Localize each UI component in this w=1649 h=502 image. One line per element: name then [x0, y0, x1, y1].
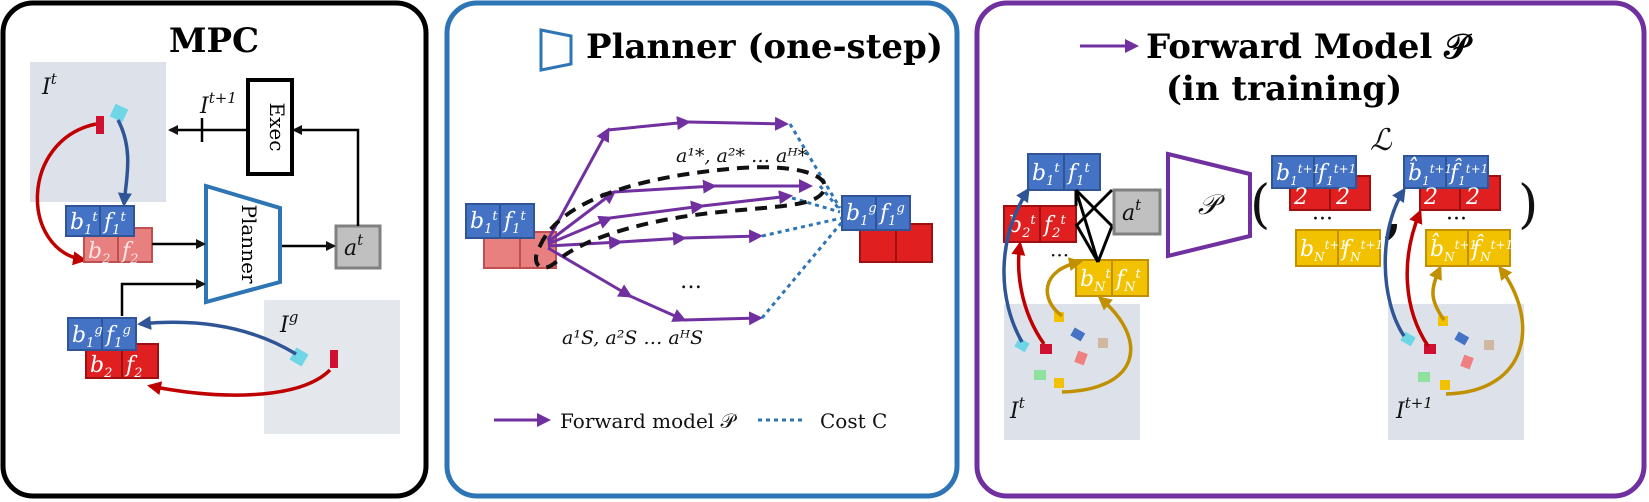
- mpc-planner-label: Planner: [237, 205, 261, 284]
- forward-loss-label: ℒ: [1370, 123, 1393, 158]
- forward-title-line1: Forward Model 𝒫: [1146, 27, 1473, 67]
- forward-gold-curve-1: [1045, 257, 1083, 318]
- forward-next-gold-curve-2: [1445, 265, 1525, 396]
- forward-open-paren: (: [1250, 175, 1270, 235]
- forward-current-image: [1004, 304, 1140, 440]
- svg-text:2: 2: [1423, 185, 1438, 210]
- forward-title-line2: (in training): [1166, 69, 1402, 109]
- forward-model-trapezoid: [1166, 151, 1252, 259]
- svg-text:2: 2: [1293, 185, 1308, 210]
- planner-sampled-actions: a¹S, a²S … aᴴS: [562, 327, 703, 349]
- svg-text:2: 2: [1465, 185, 1480, 210]
- exec-box: [246, 78, 294, 176]
- forward-close-paren: ): [1518, 175, 1538, 235]
- forward-blue-curve: [1002, 187, 1030, 343]
- forward-red-curve: [1011, 241, 1046, 346]
- planner-cost-lines: [760, 123, 844, 319]
- planner-title: Planner (one-step): [586, 27, 943, 67]
- mpc-panel: MPC It b1t f1t b2 f2 Exec It+1 Planner: [0, 0, 429, 499]
- svg-text:It: It: [1009, 394, 1026, 424]
- forward-action-sup: t: [1135, 196, 1142, 214]
- svg-text:Ig: Ig: [279, 308, 298, 338]
- forward-image-next-label: I: [1395, 399, 1406, 424]
- action-to-exec-arrow: [292, 125, 360, 226]
- forward-graph-edges: [1074, 188, 1114, 263]
- svg-text:It+1: It+1: [199, 89, 237, 119]
- forward-next-image: [1388, 304, 1524, 440]
- forward-gold-curve-2: [1061, 296, 1133, 394]
- forward-action-box: [1112, 188, 1162, 236]
- svg-text:at: at: [344, 231, 364, 261]
- legend-cost-label: Cost C: [820, 409, 887, 433]
- svg-text:It+1: It+1: [1395, 394, 1433, 424]
- mpc-goal-features: b1g f1g b2 f2: [67, 317, 159, 381]
- svg-text:at: at: [1122, 196, 1142, 226]
- forward-image-next-sup: t+1: [1405, 394, 1433, 412]
- forward-input-dots: ···: [1050, 243, 1069, 267]
- planner-goal-features: b1g f1g: [841, 195, 933, 263]
- mpc-image-current-sup: t: [51, 70, 58, 88]
- goal-red-curve-arrow: [147, 368, 332, 397]
- planner-best-actions: a¹*, a²* … aᴴ*: [676, 145, 808, 167]
- svg-text:2: 2: [1335, 185, 1350, 210]
- forward-predicted-features: b1t+1 f1t+1 2 2 ··· bNt+1 fNt+1: [1271, 155, 1383, 267]
- mpc-image-goal-label: I: [279, 313, 290, 338]
- forward-target-features: b̂1t+1 f̂1t+1 2 2 ··· b̂Nt+1 f̂Nt+1: [1403, 155, 1513, 267]
- forward-next-blue-curve: [1383, 187, 1406, 337]
- forward-panel: Forward Model 𝒫 (in training) b2t f2t b1…: [974, 0, 1647, 499]
- planner-best-trajectory-loop: [534, 165, 827, 270]
- mpc-cyan-block: [109, 103, 129, 123]
- svg-text:···: ···: [1446, 207, 1467, 232]
- mpc-image-next-sup: t+1: [209, 89, 237, 107]
- mpc-planner-trapezoid: [204, 183, 282, 305]
- planner-ellipsis: …: [680, 269, 702, 294]
- mpc-goal-red-block: [330, 350, 338, 368]
- forward-input-features: b2t f2t b1t f1t bNt fNt ···: [1003, 153, 1149, 297]
- mpc-action-sup: t: [357, 231, 364, 249]
- mpc-image-current-label: I: [41, 75, 52, 100]
- legend-forward-label: Forward model 𝒫: [560, 409, 738, 433]
- exec-label: Exec: [265, 103, 289, 152]
- planner-start-features: b1t f1t: [465, 203, 557, 269]
- planner-panel: Planner (one-step) b1t f1t b1g f1g: [444, 0, 960, 499]
- goal-blue-curve-arrow: [137, 315, 297, 356]
- mpc-red-curve-arrow: [35, 122, 97, 266]
- mpc-title: MPC: [169, 21, 259, 61]
- mpc-action-label: a: [344, 236, 357, 261]
- forward-action-label: a: [1122, 201, 1135, 226]
- mpc-current-features: b1t f1t b2 f2: [65, 205, 153, 267]
- planner-title-icon: [539, 28, 573, 72]
- forward-image-current-sup: t: [1019, 394, 1026, 412]
- mpc-red-block: [96, 116, 104, 134]
- mpc-image-next-label: I: [199, 94, 210, 119]
- forward-next-red-curve: [1405, 209, 1430, 347]
- svg-text:fNt+1: fNt+1: [1340, 237, 1383, 264]
- mpc-blue-curve-arrow: [116, 119, 132, 207]
- goal-to-planner-arrow: [120, 279, 206, 316]
- mpc-image-goal-sup: g: [289, 308, 299, 326]
- svg-text:···: ···: [1312, 207, 1333, 232]
- forward-next-gold-curve-1: [1429, 265, 1446, 322]
- forward-current-blocks: [1014, 312, 1108, 388]
- svg-text:It: It: [41, 70, 58, 100]
- forward-image-current-label: I: [1009, 399, 1020, 424]
